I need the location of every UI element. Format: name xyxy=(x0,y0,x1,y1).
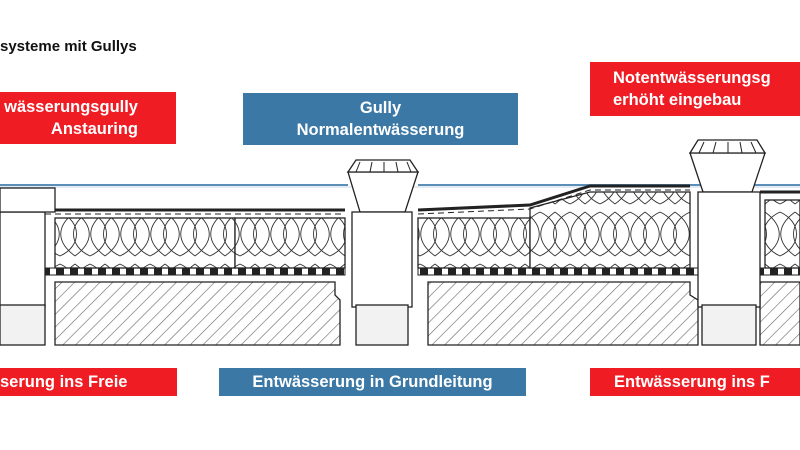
gully-raised xyxy=(688,139,767,346)
concrete-slab xyxy=(54,281,800,346)
label-line: serung ins Freie xyxy=(0,373,128,391)
thermal-insulation xyxy=(54,191,800,269)
drain-left-anstauring xyxy=(0,187,56,346)
label-line: Entwässerung in Grundleitung xyxy=(252,373,493,391)
page-title: systeme mit Gullys xyxy=(0,38,137,55)
label-line: wässerungsgully xyxy=(4,98,138,116)
label-line: Normalentwässerung xyxy=(296,121,465,139)
label-notentwaesserung-erhoeht: Notentwässerungsg erhöht eingebau xyxy=(590,62,800,116)
vapour-barrier xyxy=(44,267,800,276)
label-line: Anstauring xyxy=(50,120,138,138)
roof-membrane xyxy=(45,184,800,215)
label-gully-normalentwaesserung: Gully Normalentwässerung xyxy=(243,93,518,145)
label-entwaesserung-ins-freie-right: Entwässerung ins F xyxy=(590,368,800,396)
label-notentwaesserung-anstauring: wässerungsgully Anstauring xyxy=(0,92,176,144)
label-line: Gully xyxy=(359,99,402,117)
label-line: Entwässerung ins F xyxy=(614,373,770,391)
gully-normal xyxy=(346,159,420,346)
label-entwaesserung-ins-freie-left: serung ins Freie xyxy=(0,368,177,396)
label-entwaesserung-grundleitung: Entwässerung in Grundleitung xyxy=(219,368,526,396)
label-line: erhöht eingebau xyxy=(613,91,742,109)
label-line: Notentwässerungsg xyxy=(613,69,771,87)
